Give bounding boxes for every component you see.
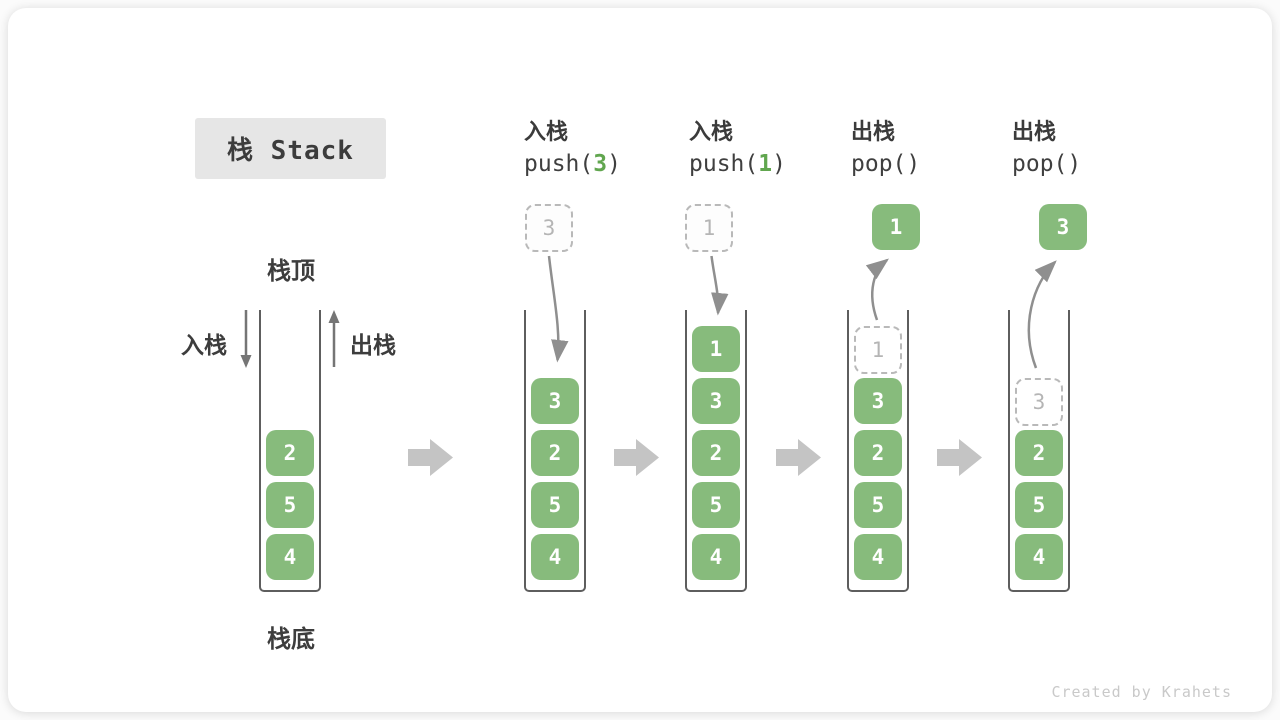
- stack-block: 4: [1015, 534, 1063, 580]
- code-post: ): [772, 151, 786, 177]
- code-arg: 1: [758, 151, 773, 177]
- operation-caption-push1: 入栈 push(1): [689, 114, 786, 177]
- stack-block: 5: [854, 482, 902, 528]
- diagram-title: 栈 Stack: [195, 118, 386, 179]
- stack-block: 2: [266, 430, 314, 476]
- stack-block: 2: [692, 430, 740, 476]
- stack-block: 2: [531, 430, 579, 476]
- pop-side-label: 出栈: [350, 332, 396, 358]
- incoming-element-ghost: 3: [525, 204, 573, 252]
- flow-arrow-icon: [408, 439, 453, 476]
- popped-element: 3: [1039, 204, 1087, 250]
- operation-code: push(1): [689, 151, 786, 177]
- stack-bottom-label: 栈底: [267, 626, 315, 653]
- removed-slot-ghost: 1: [854, 326, 902, 374]
- operation-name: 入栈: [689, 119, 734, 144]
- stack-block: 4: [854, 534, 902, 580]
- arrows-overlay: [240, 255, 1057, 476]
- push-side-label: 入栈: [181, 332, 227, 358]
- stack-block: 3: [854, 378, 902, 424]
- panel-background: 栈 Stack 栈顶 栈底 入栈 出栈 入栈 push(3) 入栈 push(1…: [8, 8, 1272, 712]
- operation-code: pop(): [851, 151, 920, 177]
- flow-arrow-icon: [614, 439, 659, 476]
- operation-code: pop(): [1012, 151, 1081, 177]
- code-arg: 3: [593, 151, 608, 177]
- stack-block: 5: [531, 482, 579, 528]
- code-pre: push(: [524, 151, 594, 177]
- removed-slot-ghost: 3: [1015, 378, 1063, 426]
- operation-name: 出栈: [1012, 119, 1057, 144]
- stack-block: 2: [854, 430, 902, 476]
- incoming-element-ghost: 1: [685, 204, 733, 252]
- stack-block: 1: [692, 326, 740, 372]
- pop-arrow-icon: [328, 310, 340, 367]
- stack-container-5: 3 2 5 4: [1008, 310, 1070, 592]
- code-pre: push(: [689, 151, 759, 177]
- stack-block: 5: [266, 482, 314, 528]
- code-pre: pop(): [1012, 151, 1082, 177]
- stack-container-3: 1 3 2 5 4: [685, 310, 747, 592]
- stack-block: 5: [692, 482, 740, 528]
- operation-caption-pop1: 出栈 pop(): [851, 114, 920, 177]
- stack-block: 4: [531, 534, 579, 580]
- stack-top-label: 栈顶: [267, 258, 315, 285]
- watermark: Created by Krahets: [1051, 683, 1232, 701]
- stack-block: 5: [1015, 482, 1063, 528]
- code-post: ): [607, 151, 621, 177]
- diagram-title-text: 栈 Stack: [227, 136, 354, 166]
- popped-element: 1: [872, 204, 920, 250]
- stack-block: 4: [266, 534, 314, 580]
- stack-block: 3: [692, 378, 740, 424]
- code-pre: pop(): [851, 151, 921, 177]
- stack-block: 4: [692, 534, 740, 580]
- operation-code: push(3): [524, 151, 621, 177]
- stack-container-1: 2 5 4: [259, 310, 321, 592]
- flow-arrow-icon: [776, 439, 821, 476]
- push-arrow-icon: [240, 310, 252, 368]
- stack-container-2: 3 2 5 4: [524, 310, 586, 592]
- operation-caption-pop3: 出栈 pop(): [1012, 114, 1081, 177]
- stack-block: 2: [1015, 430, 1063, 476]
- operation-caption-push3: 入栈 push(3): [524, 114, 621, 177]
- flow-arrow-icon: [937, 439, 982, 476]
- operation-name: 入栈: [524, 119, 569, 144]
- operation-name: 出栈: [851, 119, 896, 144]
- push-curve-arrow: [710, 255, 729, 316]
- stack-block: 3: [531, 378, 579, 424]
- stack-container-4: 1 3 2 5 4: [847, 310, 909, 592]
